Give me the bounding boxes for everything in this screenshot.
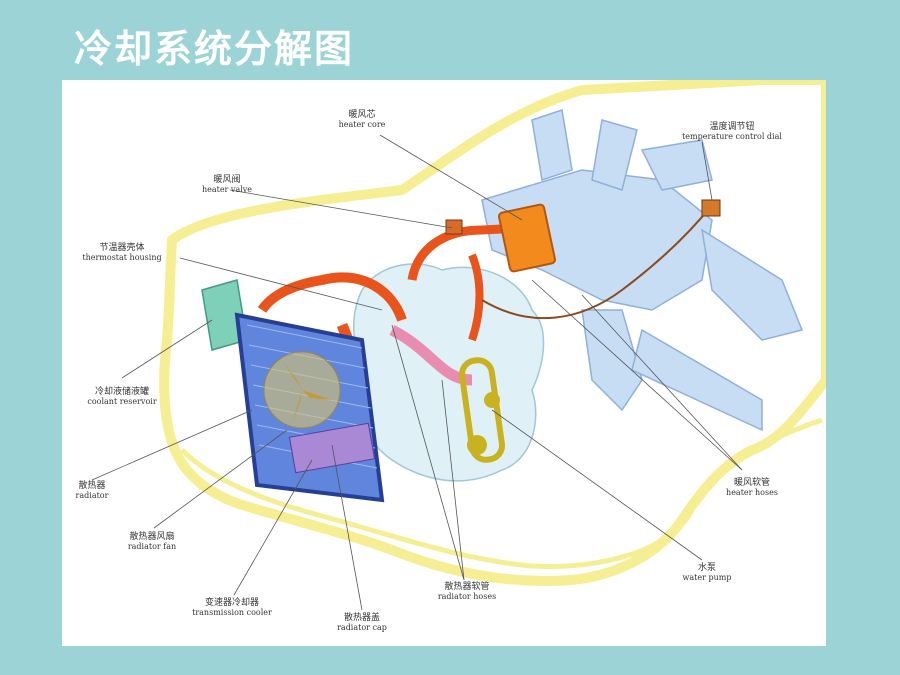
label-radiator-en: radiator — [75, 491, 109, 501]
label-transmission-cooler-en: transmission cooler — [192, 608, 272, 618]
label-heater-core-zh: 暖风芯 — [348, 110, 376, 120]
label-heater-core: 暖风芯 heater core — [302, 110, 422, 130]
label-radiator-zh: 散热器 — [78, 481, 106, 491]
label-heater-valve-en: heater valve — [201, 185, 253, 195]
label-heater-valve: 暖风阀 heater valve — [172, 175, 282, 195]
heater-duct-assembly — [481, 109, 804, 432]
label-radiator-fan-en: radiator fan — [127, 542, 177, 552]
label-radiator-cap: 散热器盖 radiator cap — [322, 613, 402, 633]
leader-lines — [91, 134, 743, 611]
label-coolant-reservoir-zh: 冷却液储液罐 — [94, 387, 149, 397]
temperature-control-cable — [481, 204, 713, 320]
label-water-pump-zh: 水泵 — [697, 563, 716, 573]
label-radiator-fan: 散热器风扇 radiator fan — [102, 532, 202, 552]
label-temperature-dial-en: temperature control dial — [682, 132, 782, 142]
label-radiator-cap-zh: 散热器盖 — [343, 613, 380, 623]
label-water-pump-en: water pump — [682, 573, 732, 583]
label-temperature-control-dial: 温度调节钮 temperature control dial — [662, 122, 802, 142]
diagram-panel: 暖风芯 heater core 温度调节钮 temperature contro… — [62, 80, 826, 646]
temperature-dial — [701, 199, 721, 217]
label-thermostat-housing-en: thermostat housing — [82, 253, 162, 263]
water-pump-belt — [458, 357, 506, 463]
heater-core — [498, 203, 556, 273]
label-radiator-hoses-en: radiator hoses — [437, 592, 497, 602]
label-heater-hoses: 暖风软管 heater hoses — [707, 478, 797, 498]
transmission-cooler — [288, 422, 376, 474]
label-radiator-hoses: 散热器软管 radiator hoses — [417, 582, 517, 602]
heater-hose-line — [407, 223, 523, 281]
label-heater-hoses-en: heater hoses — [726, 488, 778, 498]
label-heater-hoses-zh: 暖风软管 — [733, 478, 770, 488]
page-title: 冷却系统分解图 — [74, 27, 355, 71]
label-coolant-reservoir-en: coolant reservoir — [87, 397, 157, 407]
label-transmission-cooler-zh: 变速器冷却器 — [204, 598, 259, 608]
label-radiator-hoses-zh: 散热器软管 — [444, 582, 490, 592]
label-coolant-reservoir: 冷却液储液罐 coolant reservoir — [62, 387, 182, 407]
label-heater-valve-zh: 暖风阀 — [213, 175, 241, 185]
label-temperature-dial-zh: 温度调节钮 — [709, 122, 755, 132]
label-thermostat-housing: 节温器壳体 thermostat housing — [62, 243, 182, 263]
cooling-system-illustration — [91, 80, 826, 611]
car-body-outline — [159, 80, 826, 586]
label-radiator-fan-zh: 散热器风扇 — [129, 532, 175, 542]
label-thermostat-housing-zh: 节温器壳体 — [99, 243, 145, 253]
label-radiator-cap-en: radiator cap — [337, 623, 387, 633]
label-radiator: 散热器 radiator — [62, 481, 122, 501]
label-heater-core-en: heater core — [338, 120, 386, 130]
label-water-pump: 水泵 water pump — [667, 563, 747, 583]
label-transmission-cooler: 变速器冷却器 transmission cooler — [172, 598, 292, 618]
water-pump-pulley — [484, 392, 500, 408]
